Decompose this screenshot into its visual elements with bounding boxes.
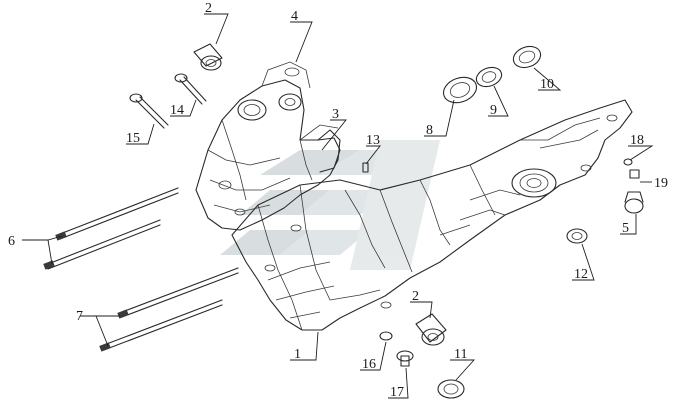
callout-4: 4 [291,9,298,24]
bolt-15 [129,93,169,129]
callout-19: 19 [654,176,668,191]
stud-upper-pair [43,187,179,270]
callout-15: 15 [126,131,140,146]
callout-8: 8 [426,123,433,138]
callout-5: 5 [622,221,629,236]
bushing-lower [415,313,447,346]
callout-12: 12 [574,267,588,282]
bushing-5 [624,191,644,214]
callout-labels: 2 4 3 13 14 15 6 7 1 8 9 10 12 5 18 19 2… [8,1,668,400]
callout-10: 10 [540,77,554,92]
bushing-upper [193,43,223,71]
callout-13: 13 [366,133,380,148]
callout-6: 6 [8,234,15,249]
bolt-14 [174,73,207,105]
callout-18: 18 [630,133,644,148]
gasket-edge [299,124,339,141]
callout-7: 7 [76,309,83,324]
callout-11: 11 [454,347,467,362]
dowel-13 [362,162,369,173]
crankcase-right [195,61,341,231]
leader-lines [22,13,654,399]
bolt-17 [396,350,414,367]
callout-2-lower: 2 [412,289,419,304]
seal-11 [437,379,465,399]
stud-lower-pair [99,267,239,352]
bearing-10 [512,45,542,69]
callout-17: 17 [390,385,404,400]
crankcase-left [231,99,633,331]
callout-9: 9 [490,103,497,118]
washer-16 [379,331,393,341]
bearing-9 [475,66,503,88]
callout-1: 1 [294,347,301,362]
callout-16: 16 [362,357,376,372]
callout-14: 14 [170,103,184,118]
plug-18-19 [623,158,640,179]
callout-3: 3 [332,107,339,122]
seal-12 [566,228,588,244]
watermark-logo [220,140,440,270]
bearing-8 [442,76,478,104]
callout-2-upper: 2 [205,1,212,16]
